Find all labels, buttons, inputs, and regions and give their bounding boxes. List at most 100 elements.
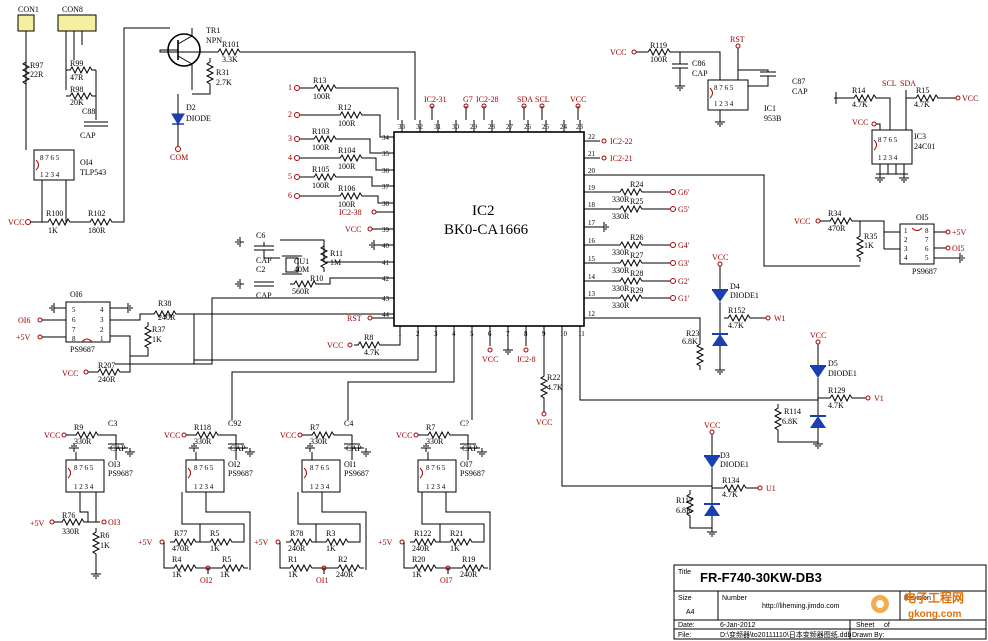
- stageOI7-rd-val: 240R: [460, 570, 478, 579]
- net-5: 5: [288, 172, 292, 181]
- tr1-ref: TR1: [206, 26, 220, 35]
- svg-text:6: 6: [925, 245, 929, 253]
- stageOI2-rc-ref: R4: [172, 555, 181, 564]
- net-2: 2: [288, 110, 292, 119]
- r31-ref: R31: [216, 68, 229, 77]
- r105-ref: R105: [312, 165, 329, 174]
- r97-ref: R97: [30, 61, 43, 70]
- r117-ref: R117: [676, 496, 693, 505]
- r10-ref: R10: [310, 274, 323, 283]
- r12-value: 100R: [338, 119, 356, 128]
- ic2-pin-28: 28: [488, 123, 496, 131]
- stageOI7-r-value: 330R: [426, 437, 444, 446]
- r23-ref: R23: [686, 329, 699, 338]
- date-value: 6-Jan-2012: [720, 622, 756, 629]
- svg-text:1: 1: [100, 335, 104, 343]
- r103-ref: R103: [312, 127, 329, 136]
- tr1-part: NPN: [206, 36, 222, 45]
- svg-text:7: 7: [925, 236, 929, 244]
- svg-text:1 2 3 4: 1 2 3 4: [714, 100, 734, 108]
- r129-ref: R129: [828, 386, 845, 395]
- svg-text:8: 8: [925, 227, 929, 235]
- stageOI7-5v: +5V: [378, 538, 393, 547]
- d3-part: DIODE1: [720, 460, 749, 469]
- r76-value: 330R: [62, 527, 80, 536]
- r104-value: 100R: [338, 162, 356, 171]
- d3-ref: D3: [720, 451, 730, 460]
- r101-ref: R101: [222, 40, 239, 49]
- ic2-pin-24: 24: [560, 123, 568, 131]
- ic2-pin-30: 30: [452, 123, 460, 131]
- r15-ref: R15: [916, 86, 929, 95]
- oi5-ref: OI5: [916, 213, 928, 222]
- ic2-pin-37: 37: [382, 183, 390, 191]
- d2-diode: D2 DIODE COM: [170, 94, 211, 162]
- ic2-pin-42: 42: [382, 275, 390, 283]
- net-vcc-d5: VCC: [810, 331, 826, 340]
- stageOI2-rb-ref: R5: [210, 529, 219, 538]
- svg-text:8 7 6 5: 8 7 6 5: [714, 84, 734, 92]
- date-label: Date:: [678, 622, 695, 629]
- stageOI7-vcc-label: VCC: [396, 431, 412, 440]
- stageOI7-ra-ref: R122: [414, 529, 431, 538]
- r25-value: 330R: [612, 212, 630, 221]
- ic2-pin-29: 29: [470, 123, 478, 131]
- stageOI1-vcc-label: VCC: [280, 431, 296, 440]
- stageOI2-vcc-label: VCC: [164, 431, 180, 440]
- r98-value: 20K: [70, 98, 84, 107]
- r134-ref: R134: [722, 476, 739, 485]
- r27-ref: R27: [630, 251, 643, 260]
- net-ic2-21: IC2-21: [610, 154, 633, 163]
- r6-ref: R6: [100, 531, 109, 540]
- r23-value: 6.8K: [682, 337, 698, 346]
- r99-ref: R99: [70, 59, 83, 68]
- ic2-bottom-nets: VCC IC2-8 R22 4.7K VCC: [194, 326, 770, 487]
- d4-ref: D4: [730, 282, 740, 291]
- r152-value: 4.7K: [728, 321, 744, 330]
- r99-resistor: R99 47R: [65, 59, 97, 82]
- stageOI7-rc-ref: R20: [412, 555, 425, 564]
- stageOI2-ra-val: 470R: [172, 544, 190, 553]
- r24-ref: R24: [630, 180, 643, 189]
- ic2-pin-20: 20: [588, 167, 596, 175]
- net-g5: G5': [678, 205, 690, 214]
- svg-text:2: 2: [100, 326, 104, 334]
- stageOI2-5v: +5V: [138, 538, 153, 547]
- ic2-ref: IC2: [472, 203, 495, 219]
- net-ic2-38: IC2-38: [339, 208, 362, 217]
- r6-value: 1K: [100, 541, 110, 550]
- stageOI1-rb-ref: R3: [326, 529, 335, 538]
- svg-text:5: 5: [925, 254, 929, 262]
- ic2-left-inputs: 1 R13 100R 2 R12 100R 3 R103 100R 4 R104…: [288, 76, 399, 251]
- d4-part: DIODE1: [730, 291, 759, 300]
- cu1-ref: CU1: [294, 257, 309, 266]
- r38-ref: R38: [158, 299, 171, 308]
- net-g3: G3': [678, 259, 690, 268]
- r35-value: 1K: [864, 241, 874, 250]
- stageOI7-c-ref: C?: [460, 419, 469, 428]
- stageOI7-rb-val: 1K: [450, 544, 460, 553]
- net-g4: G4': [678, 241, 690, 250]
- net-vcc-r207: VCC: [62, 369, 78, 378]
- w1-stage: VCC D4 DIODE1 R152 4.7K W1 R23 6.8K: [682, 253, 786, 375]
- crystal-section: C6 CAP C2 CAP CU1 40M R11 1M R10 560R: [235, 231, 394, 300]
- r100-ref: R100: [46, 209, 63, 218]
- r119-ref: R119: [650, 41, 667, 50]
- stageOI2-ra-ref: R77: [174, 529, 187, 538]
- size-label: Size: [678, 595, 692, 602]
- ic2-pin-17: 17: [588, 219, 596, 227]
- ic2-pin-27: 27: [506, 123, 514, 131]
- stageOI1-oi-ref: OI1: [344, 460, 356, 469]
- c88-ref: C88: [82, 107, 95, 116]
- net-u1: U1: [766, 484, 776, 493]
- net-vcc-39: VCC: [345, 225, 361, 234]
- ic2-pin-16: 16: [588, 237, 596, 245]
- r99-value: 47R: [70, 73, 84, 82]
- r105-value: 100R: [312, 181, 330, 190]
- net-sda: SDA: [517, 95, 533, 104]
